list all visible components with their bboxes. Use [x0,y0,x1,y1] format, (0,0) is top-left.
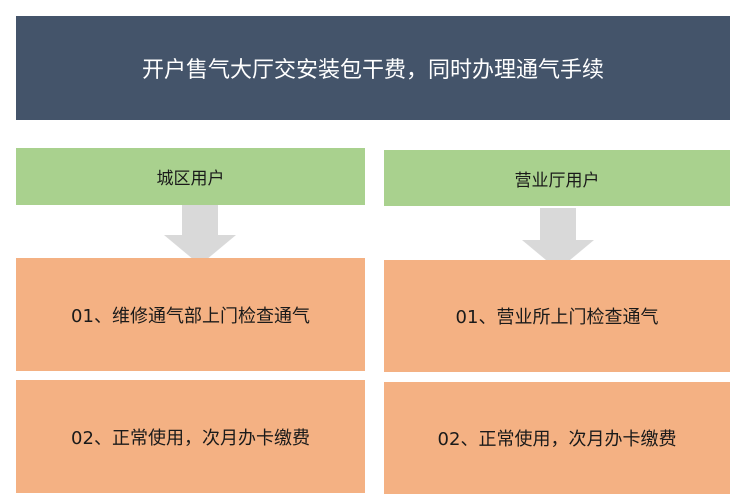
category-label-city: 城区用户 [156,169,225,189]
step-label-office-1: 01、营业所上门检查通气 [455,307,659,328]
header-banner: 开户售气大厅交安装包干费，同时办理通气手续 [16,16,730,120]
step-label-city-2: 02、正常使用，次月办卡缴费 [71,427,310,449]
step-box-office-2: 02、正常使用，次月办卡缴费 [384,382,730,494]
step-box-city-1: 01、维修通气部上门检查通气 [16,258,365,371]
header-title: 开户售气大厅交安装包干费，同时办理通气手续 [141,58,604,83]
step-box-city-2: 02、正常使用，次月办卡缴费 [16,380,365,493]
category-box-city: 城区用户 [16,148,365,205]
category-box-office: 营业厅用户 [384,150,730,206]
step-label-office-2: 02、正常使用，次月办卡缴费 [437,429,677,450]
step-label-city-1: 01、维修通气部上门检查通气 [71,305,310,327]
step-box-office-1: 01、营业所上门检查通气 [384,260,730,372]
category-label-office: 营业厅用户 [514,170,600,191]
